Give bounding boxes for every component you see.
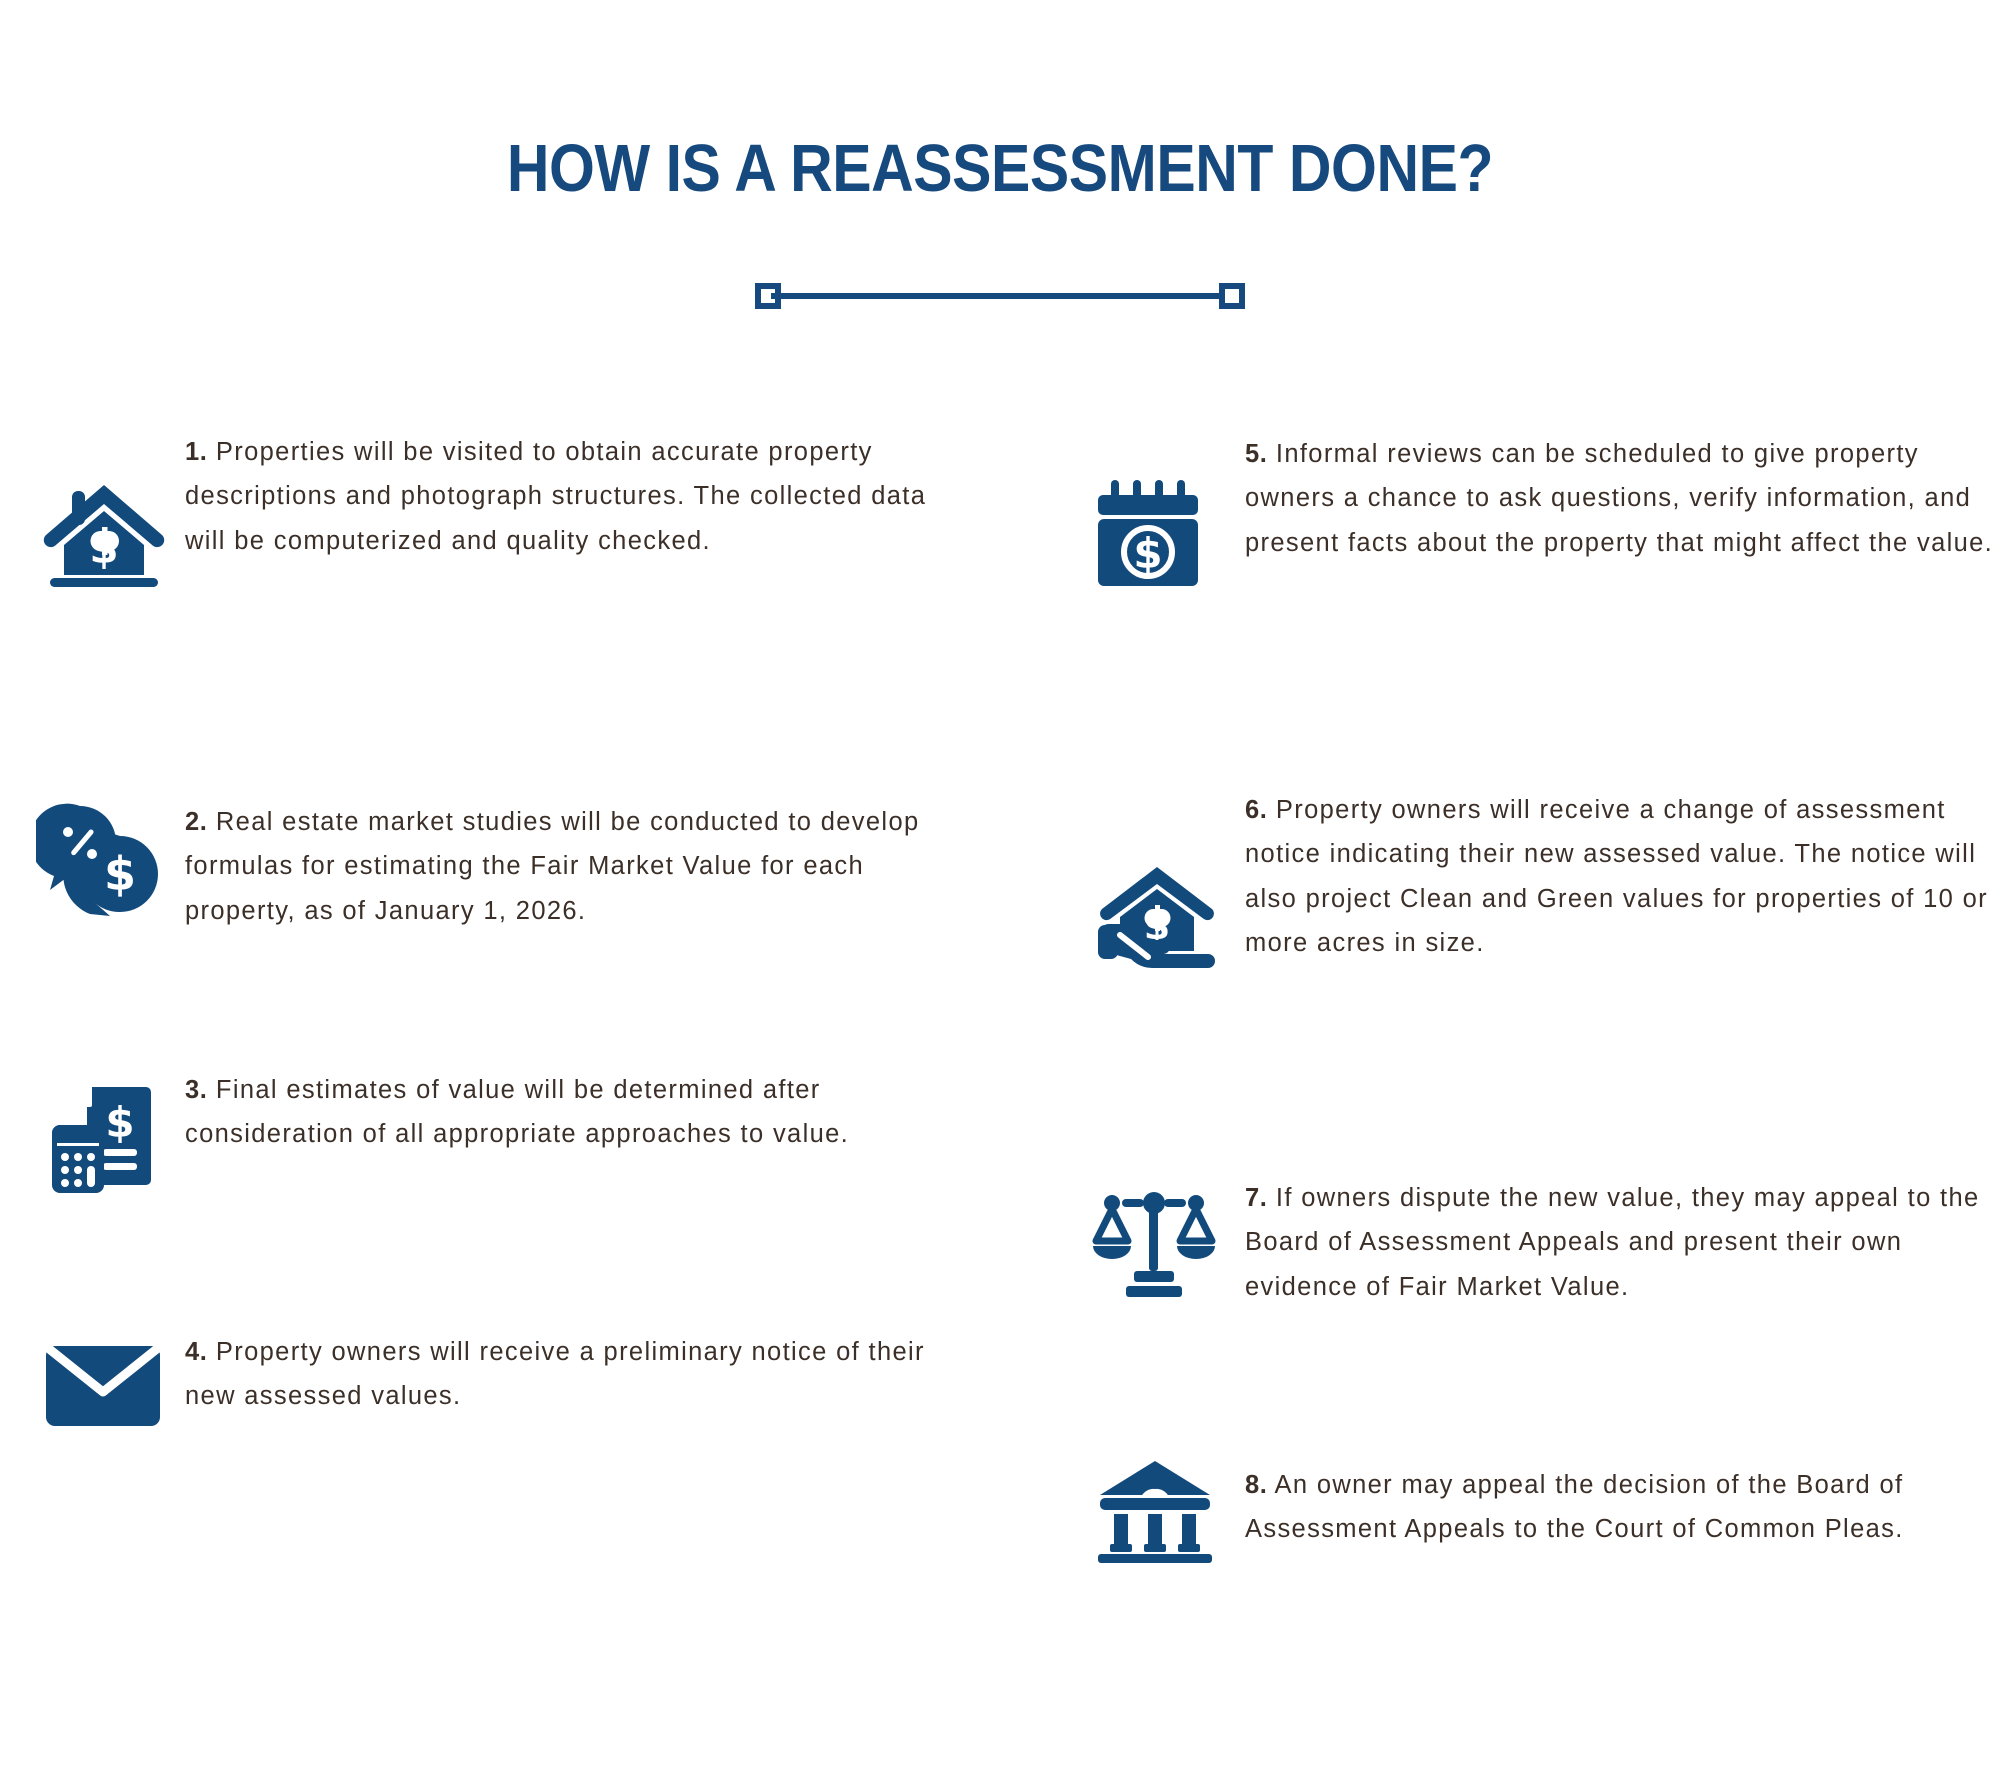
svg-text:$: $: [89, 524, 118, 573]
step-body-3: Final estimates of value will be determi…: [185, 1076, 850, 1149]
step-item-6: 6. Property owners will receive a change…: [1245, 788, 2000, 965]
step-text-2: 2. Real estate market studies will be co…: [185, 800, 945, 933]
left-column: $ $: [29, 430, 945, 1432]
step-item-1: 1. Properties will be visited to obtain …: [185, 430, 945, 563]
step-text-6: 6. Property owners will receive a change…: [1245, 788, 2000, 965]
step-item-8: 8. An owner may appeal the decision of t…: [1245, 1463, 2000, 1552]
courthouse-icon: [1096, 1455, 1214, 1567]
step-item-3: 3. Final estimates of value will be dete…: [185, 1068, 945, 1157]
svg-text:$: $: [104, 847, 136, 901]
right-column: $ $: [1000, 0, 2000, 1765]
step-item-2: 2. Real estate market studies will be co…: [185, 800, 945, 933]
calendar-with-dollar-coin-icon: $: [1092, 478, 1204, 594]
step-text-5: 5. Informal reviews can be scheduled to …: [1245, 432, 2000, 565]
step-body-1: Properties will be visited to obtain acc…: [185, 438, 927, 555]
divider-bar: [771, 293, 1229, 299]
step-number-6: 6.: [1245, 796, 1268, 824]
step-item-5: 5. Informal reviews can be scheduled to …: [1245, 432, 2000, 565]
step-number-1: 1.: [185, 438, 208, 466]
svg-text:$: $: [1133, 529, 1162, 578]
step-item-4: 4. Property owners will receive a prelim…: [185, 1330, 945, 1419]
percent-and-dollar-speech-bubbles-icon: $: [29, 800, 168, 928]
step-text-1: 1. Properties will be visited to obtain …: [185, 430, 945, 563]
step-number-2: 2.: [185, 808, 208, 836]
step-text-7: 7. If owners dispute the new value, they…: [1245, 1176, 2000, 1309]
step-body-7: If owners dispute the new value, they ma…: [1245, 1184, 1980, 1301]
house-with-dollar-icon: $: [40, 475, 168, 597]
step-item-7: 7. If owners dispute the new value, they…: [1245, 1176, 2000, 1309]
step-number-5: 5.: [1245, 440, 1268, 468]
divider-right-cap-icon: [1219, 283, 1245, 309]
step-number-4: 4.: [185, 1338, 208, 1366]
step-body-8: An owner may appeal the decision of the …: [1245, 1471, 1904, 1544]
step-body-2: Real estate market studies will be condu…: [185, 808, 920, 925]
step-text-8: 8. An owner may appeal the decision of t…: [1245, 1463, 2000, 1552]
step-text-4: 4. Property owners will receive a prelim…: [185, 1330, 945, 1419]
step-body-5: Informal reviews can be scheduled to giv…: [1245, 440, 1994, 557]
hand-holding-house-with-dollar-icon: $: [1096, 865, 1218, 981]
page-title: HOW IS A REASSESSMENT DONE?: [506, 131, 1494, 206]
step-number-3: 3.: [185, 1076, 208, 1104]
svg-text:$: $: [105, 1098, 134, 1147]
step-number-7: 7.: [1245, 1184, 1268, 1212]
step-number-8: 8.: [1245, 1471, 1268, 1499]
step-text-3: 3. Final estimates of value will be dete…: [185, 1068, 945, 1157]
step-body-4: Property owners will receive a prelimina…: [185, 1338, 925, 1411]
envelope-icon: [43, 1340, 163, 1432]
balance-scales-icon: [1092, 1185, 1216, 1301]
title-divider-icon: [755, 283, 1245, 309]
step-body-6: Property owners will receive a change of…: [1245, 796, 1989, 958]
calculator-and-invoice-icon: $: [48, 1085, 160, 1201]
